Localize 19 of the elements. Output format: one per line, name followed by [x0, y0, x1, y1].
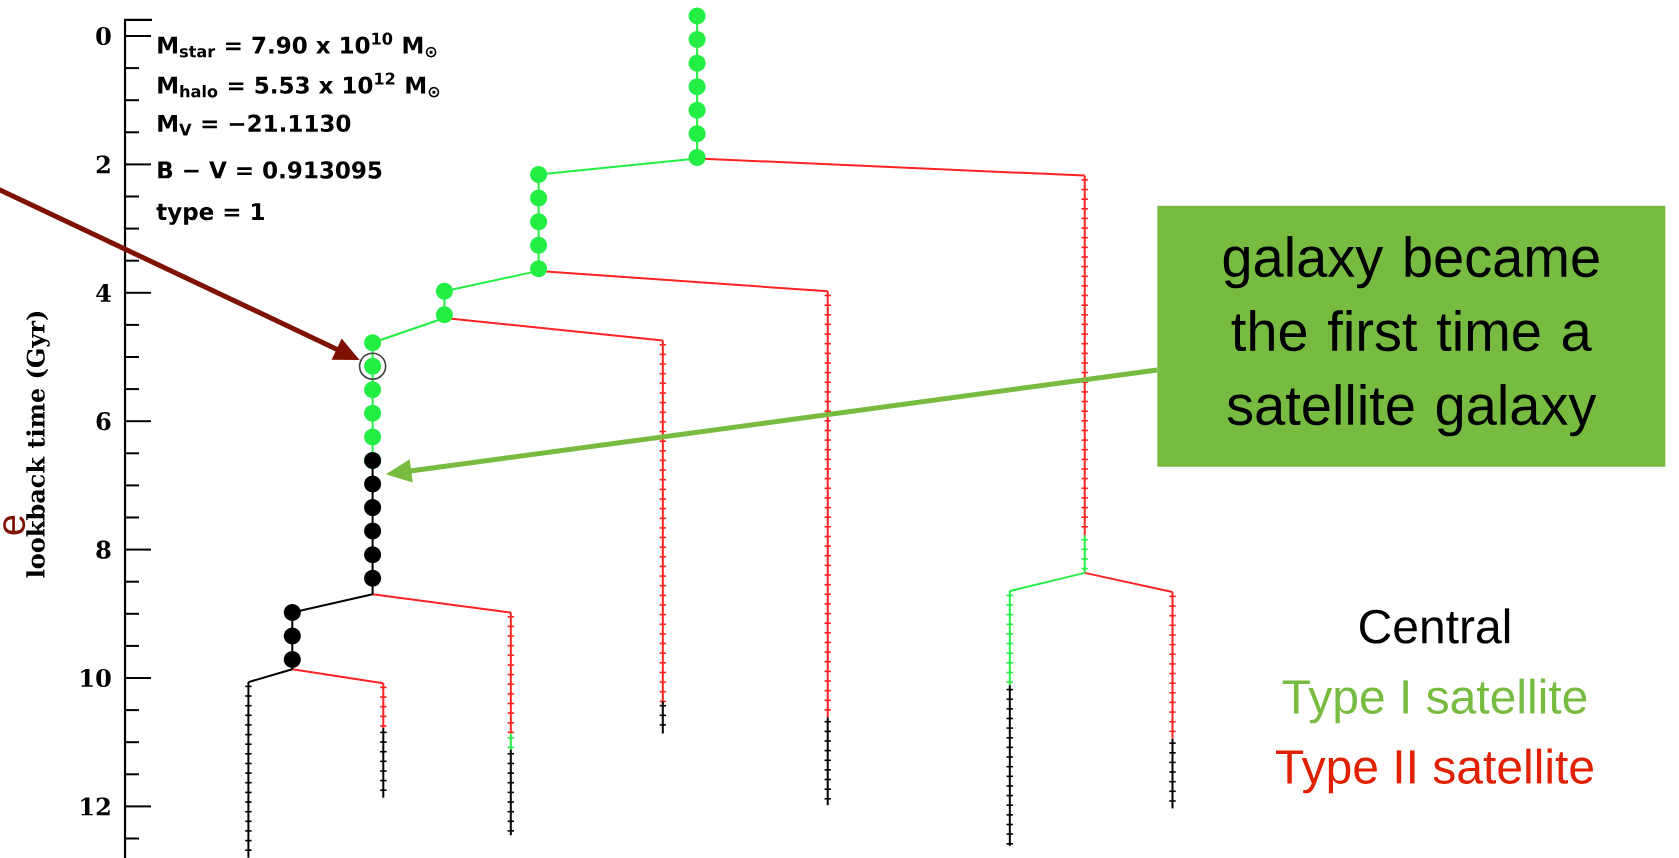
- legend-entry: Type II satellite: [1276, 748, 1593, 794]
- tick-label: 0: [96, 26, 111, 46]
- info-text: M$_{V}$ = −21.1130: [158, 114, 351, 136]
- tick-label: 12: [81, 797, 110, 816]
- legend-entry: Type I satellite: [1282, 678, 1587, 724]
- info-text: M$_{halo}$ = 5.53 x 10$^{12}$ M$_{⊙}$: [158, 72, 440, 98]
- axis-title: lookback time (Gyr): [26, 311, 50, 578]
- callout-box: galaxy became the first time a satellite galaxy: [1157, 205, 1666, 467]
- tick-label: 10: [81, 668, 111, 688]
- tick-label: 8: [96, 540, 111, 559]
- cut-off-text: e: [3, 515, 26, 535]
- info-text: M$_{star}$ = 7.90 x 10$^{10}$ M$_{⊙}$: [158, 32, 437, 58]
- info-text: type = 1: [156, 203, 264, 225]
- tick-label: 2: [96, 155, 110, 174]
- legend-entry: Central: [1360, 608, 1510, 644]
- info-text: B − V = 0.913095: [158, 161, 382, 179]
- tick-label: 4: [96, 283, 111, 302]
- circle-marker: [358, 352, 387, 380]
- tick-label: 6: [96, 412, 111, 431]
